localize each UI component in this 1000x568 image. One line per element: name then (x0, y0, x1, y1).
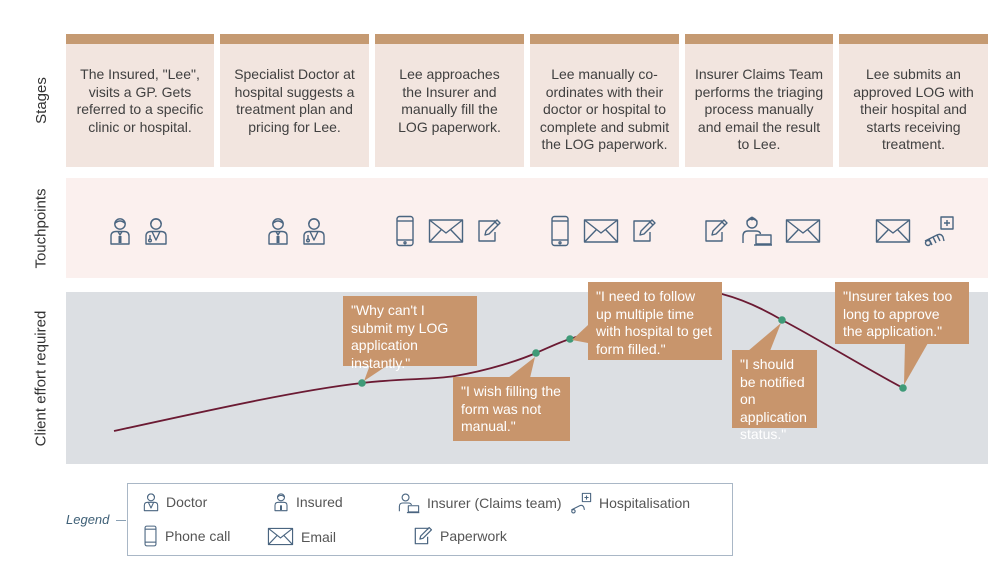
legend-label: Email (301, 528, 337, 545)
doctor-icon (303, 218, 325, 245)
touchpoints-stage-3 (394, 211, 502, 251)
stage-card-6: Lee submits an approved LOG with their h… (839, 34, 988, 167)
callout-pointer (572, 325, 588, 343)
legend-item-hospitalisation: Hospitalisation (570, 492, 690, 514)
callout-manual-form: "I wish filling the form was not manual.… (453, 377, 570, 441)
stage-bar (839, 34, 988, 44)
touchpoints-stage-6 (875, 211, 955, 251)
stage-card-3: Lee approaches the Insurer and manually … (375, 34, 524, 167)
legend-label: Insurer (Claims team) (427, 495, 562, 511)
legend-label: Paperwork (440, 528, 507, 544)
legend-label: Doctor (166, 494, 208, 510)
callout-approve-slow: "Insurer takes too long to approve the a… (835, 282, 969, 344)
paperwork-icon (478, 219, 501, 242)
stage-bar (220, 34, 369, 44)
stage-text: Specialist Doctor at hospital suggests a… (234, 66, 355, 135)
stage-text: Lee submits an approved LOG with their h… (853, 66, 974, 152)
legend-item-paperwork: Paperwork (413, 526, 507, 546)
legend-label: Hospitalisation (599, 495, 691, 511)
legend-box (127, 483, 733, 556)
callout-pointer (508, 357, 535, 378)
phone-icon (551, 215, 569, 247)
insured-icon (274, 493, 288, 512)
email-icon (875, 219, 911, 243)
callout-notified: "I should be notified on application sta… (732, 350, 817, 442)
stage-bar (66, 34, 214, 44)
email-icon (583, 219, 619, 243)
legend-item-insurer: Insurer (Claims team) (398, 492, 562, 514)
callout-pointer (364, 365, 388, 381)
effort-point (358, 379, 366, 387)
callout-pointer (748, 323, 781, 351)
email-icon (428, 219, 464, 243)
effort-point (778, 316, 786, 324)
effort-point (566, 335, 574, 343)
stage-text: Lee approaches the Insurer and manually … (398, 66, 501, 135)
stage-text: Lee manually co-ordinates with their doc… (539, 66, 670, 152)
legend-item-email: Email (267, 527, 336, 546)
touchpoints-stage-2 (266, 211, 326, 251)
legend-label: Phone call (165, 528, 231, 544)
phone-icon (144, 525, 157, 547)
stage-bar (685, 34, 833, 44)
stage-card-2: Specialist Doctor at hospital suggests a… (220, 34, 369, 167)
doctor-icon (143, 493, 159, 512)
insured-icon (268, 218, 288, 245)
stage-card-5: Insurer Claims Team performs the triagin… (685, 34, 833, 167)
callout-submit-instantly: "Why can't I submit my LOG application i… (343, 296, 477, 371)
touchpoints-band (66, 178, 988, 278)
paperwork-icon (705, 219, 728, 242)
touchpoints-stage-1 (108, 211, 168, 251)
insured-icon (110, 218, 130, 245)
legend-item-phone: Phone call (143, 525, 230, 547)
email-icon (785, 219, 821, 243)
insurer-icon (398, 493, 420, 514)
effort-point (532, 349, 540, 357)
phone-icon (396, 215, 414, 247)
stage-bar (530, 34, 679, 44)
doctor-icon (145, 218, 167, 245)
callout-pointer (904, 343, 928, 385)
stage-card-4: Lee manually co-ordinates with their doc… (530, 34, 679, 167)
legend-connector (116, 520, 126, 521)
stage-text: Insurer Claims Team performs the triagin… (694, 66, 824, 152)
stage-text: The Insured, "Lee", visits a GP. Gets re… (76, 66, 204, 135)
stage-bar (375, 34, 524, 44)
legend-title: Legend (66, 512, 110, 527)
paperwork-icon (633, 219, 656, 242)
legend-item-insured: Insured (273, 492, 343, 512)
touchpoints-stage-5 (703, 211, 821, 251)
hospitalisation-icon (924, 216, 954, 247)
legend-label: Insured (296, 494, 343, 510)
effort-point (899, 384, 907, 392)
email-icon (267, 527, 294, 546)
callout-follow-up: "I need to follow up multiple time with … (588, 282, 722, 360)
insurer-icon (742, 216, 772, 246)
legend-item-doctor: Doctor (143, 492, 207, 512)
stage-card-1: The Insured, "Lee", visits a GP. Gets re… (66, 34, 214, 167)
hospitalisation-icon (571, 492, 592, 514)
paperwork-icon (414, 526, 433, 545)
touchpoints-stage-4 (549, 211, 657, 251)
